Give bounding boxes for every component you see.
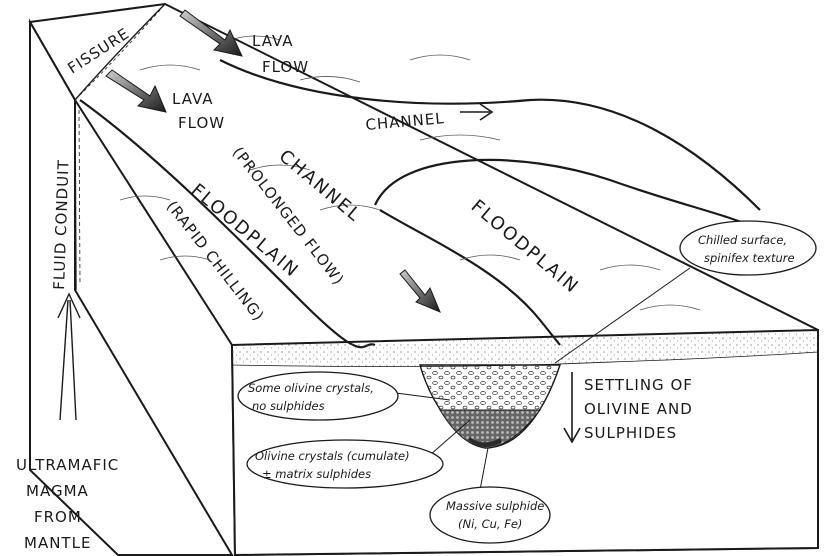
settling-line3: SULPHIDES	[584, 424, 677, 442]
lava-flow-top-line2: FLOW	[262, 58, 309, 76]
some-olivine-line1: Some olivine crystals,	[248, 381, 374, 395]
settling-line1: SETTLING OF	[584, 376, 693, 394]
ultramafic-line2: MAGMA	[26, 482, 89, 500]
lava-flow-left-line2: FLOW	[178, 114, 225, 132]
ultramafic-line1: ULTRAMAFIC	[16, 456, 119, 474]
settling-line2: OLIVINE AND	[584, 400, 693, 418]
massive-sulphide-line1: Massive sulphide	[446, 499, 544, 513]
olivine-cumulate-line2: ± matrix sulphides	[262, 467, 371, 481]
massive-sulphide-line2: (Ni, Cu, Fe)	[458, 517, 522, 531]
chilled-surface-bubble	[680, 221, 816, 275]
massive-sulphide-bubble	[430, 487, 550, 543]
lava-flow-left-line1: LAVA	[172, 90, 214, 108]
chilled-surface-line1: Chilled surface,	[698, 233, 787, 247]
some-olivine-line2: no sulphides	[252, 399, 325, 413]
olivine-cumulate-line1: Olivine crystals (cumulate)	[255, 449, 410, 463]
channel-arrow	[460, 104, 492, 120]
ultramafic-line4: MANTLE	[24, 534, 91, 552]
ultramafic-line3: FROM	[34, 508, 82, 526]
chilled-surface-line2: spinifex texture	[704, 251, 795, 265]
lava-flow-top-line1: LAVA	[252, 32, 294, 50]
